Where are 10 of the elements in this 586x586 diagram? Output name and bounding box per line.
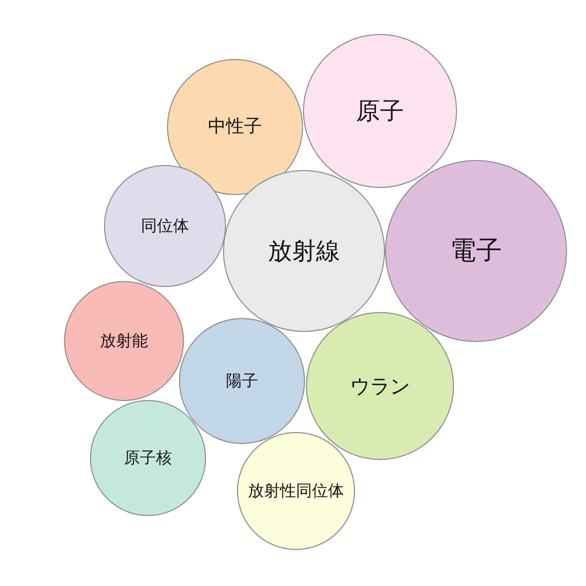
bubble-label: 電子 xyxy=(450,234,502,268)
bubble-label: 原子 xyxy=(356,96,404,126)
bubble-label: 中性子 xyxy=(208,116,262,138)
bubble-label: 放射能 xyxy=(100,331,148,351)
bubble-label: 同位体 xyxy=(141,216,189,236)
bubble-label: 放射線 xyxy=(268,236,340,266)
bubble-label: ウラン xyxy=(350,374,410,398)
bubble-label: 陽子 xyxy=(226,371,258,391)
bubble-label: 原子核 xyxy=(124,448,172,468)
bubble-label: 放射性同位体 xyxy=(248,481,344,501)
